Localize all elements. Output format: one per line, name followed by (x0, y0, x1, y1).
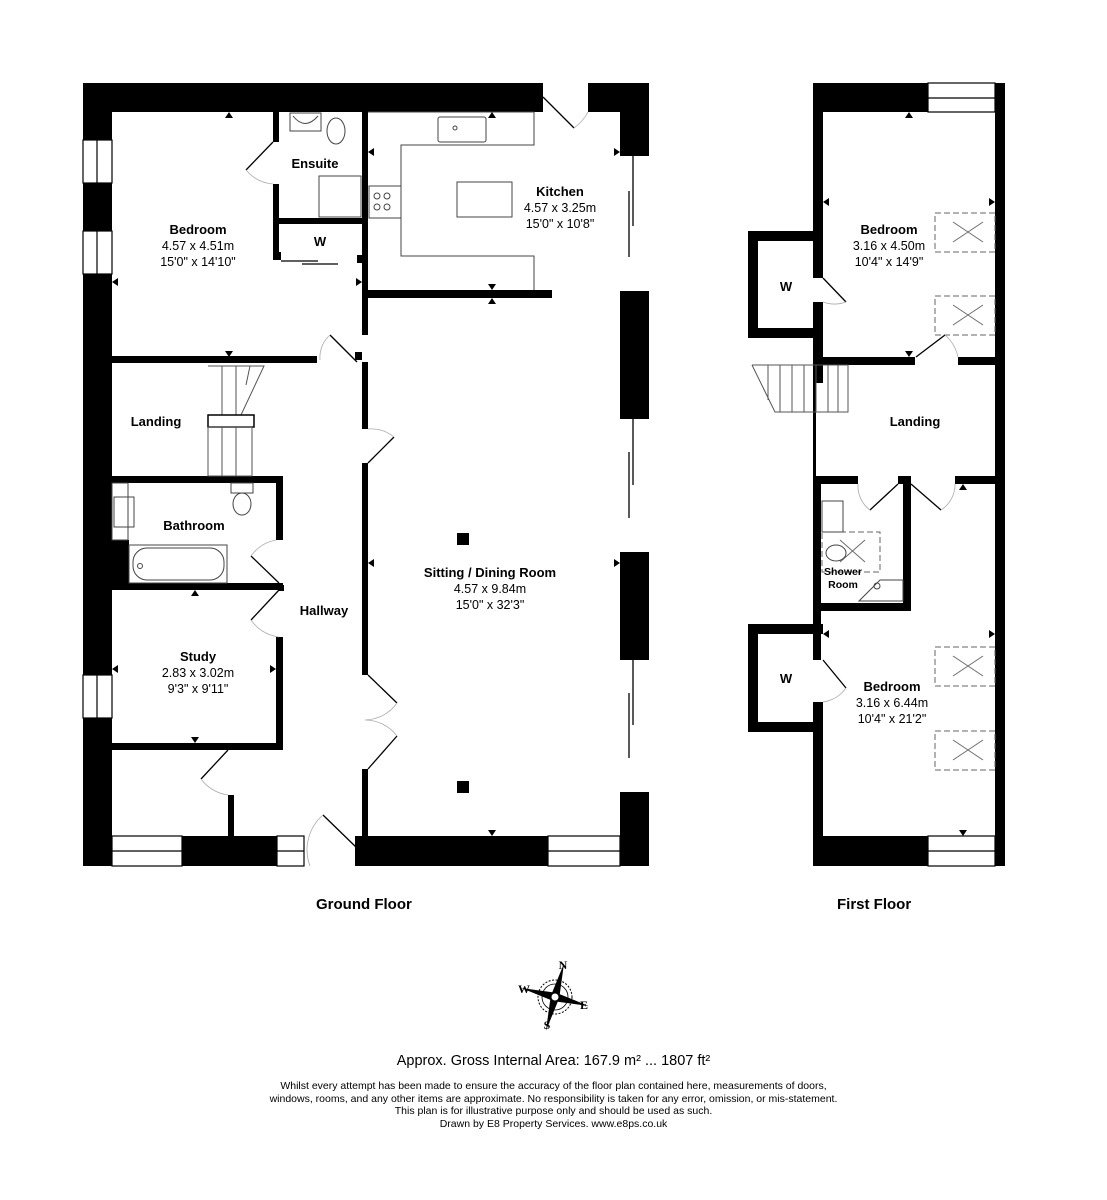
toilet-icon (232, 492, 252, 516)
shower-room-fixtures (821, 500, 904, 602)
room-name-line2: Room (828, 579, 858, 591)
kitchen-island (456, 181, 513, 218)
basin-icon (289, 112, 322, 132)
room-name: Study (180, 649, 217, 664)
gross-internal-area: Approx. Gross Internal Area: 167.9 m² ..… (396, 1053, 711, 1069)
room-name: Landing (890, 414, 941, 429)
ground-floor-walls (83, 83, 649, 866)
kitchen-counters (368, 111, 535, 290)
room-name: Bedroom (860, 222, 917, 237)
roof-window-crosses (839, 221, 984, 761)
first-floor-walls (748, 83, 1005, 866)
disclaimer-line: Whilst every attempt has been made to en… (280, 1080, 827, 1092)
room-name: W (314, 234, 327, 249)
room-dimensions-imperial: 10'4" x 21'2" (858, 712, 927, 726)
toilet-icon (326, 117, 346, 145)
room-name: Bedroom (863, 679, 920, 694)
first-floor-plan: Bedroom 3.16 x 4.50m 10'4" x 14'9" W Lan… (748, 82, 1005, 867)
room-name: Ensuite (292, 156, 339, 171)
compass-west: W (518, 982, 530, 996)
column (457, 781, 469, 793)
ground-floor-plan: Bedroom 4.57 x 4.51m 15'0" x 14'10" Ensu… (82, 83, 649, 867)
room-name: W (780, 671, 793, 686)
room-dimensions-metric: 3.16 x 4.50m (853, 239, 925, 253)
stairs (207, 365, 265, 477)
room-name: Bedroom (169, 222, 226, 237)
bathroom-fixtures (111, 482, 254, 584)
compass-east: E (580, 998, 588, 1012)
hob-icon (368, 185, 402, 219)
room-dimensions-metric: 4.57 x 3.25m (524, 201, 596, 215)
disclaimer-line: windows, rooms, and any other items are … (269, 1092, 838, 1105)
room-dimensions-imperial: 15'0" x 14'10" (160, 255, 236, 269)
dimension-markers (112, 112, 620, 836)
room-dimensions-metric: 4.57 x 4.51m (162, 239, 234, 253)
roof-windows (821, 212, 996, 771)
room-dimensions-metric: 3.16 x 6.44m (856, 696, 928, 710)
ground-floor-doors (200, 96, 634, 867)
room-name: Kitchen (536, 184, 584, 199)
first-floor-label: First Floor (837, 896, 912, 913)
column (457, 533, 469, 545)
disclaimer-line: This plan is for illustrative purpose on… (394, 1105, 713, 1117)
room-dimensions-metric: 2.83 x 3.02m (162, 666, 234, 680)
first-floor-labels: Bedroom 3.16 x 4.50m 10'4" x 14'9" W Lan… (780, 222, 940, 726)
room-dimensions-imperial: 10'4" x 14'9" (855, 255, 924, 269)
ground-floor-label: Ground Floor (316, 896, 412, 913)
basin-icon (821, 500, 844, 533)
room-name: Shower (824, 566, 862, 578)
room-dimensions-imperial: 9'3" x 9'11" (168, 682, 229, 696)
room-dimensions-metric: 4.57 x 9.84m (454, 582, 526, 596)
ensuite-fixtures (289, 112, 362, 218)
drawn-by-credit: Drawn by E8 Property Services. www.e8ps.… (439, 1117, 668, 1130)
sink-icon (437, 116, 487, 143)
compass-north: N (559, 958, 568, 972)
first-floor-stairs (751, 364, 849, 413)
first-floor-doors (822, 277, 959, 703)
room-name: Hallway (300, 603, 349, 618)
basin-icon (113, 496, 135, 528)
first-floor-windows (927, 82, 996, 867)
shower-tray-icon (857, 579, 904, 602)
compass-icon: N S E W (518, 958, 589, 1032)
ground-floor-labels: Bedroom 4.57 x 4.51m 15'0" x 14'10" Ensu… (131, 156, 596, 696)
ground-floor-windows (82, 139, 621, 867)
compass-south: S (544, 1018, 551, 1032)
room-name: Bathroom (163, 518, 224, 533)
room-dimensions-imperial: 15'0" x 32'3" (456, 598, 525, 612)
room-name: W (780, 279, 793, 294)
room-dimensions-imperial: 15'0" x 10'8" (526, 217, 595, 231)
shower-tray-icon (318, 175, 362, 218)
room-name: Landing (131, 414, 182, 429)
toilet-icon (825, 544, 847, 562)
disclaimer: Whilst every attempt has been made to en… (0, 1080, 1107, 1130)
room-name: Sitting / Dining Room (424, 565, 556, 580)
bath-icon (128, 544, 228, 584)
first-floor-dimension-markers (823, 112, 995, 836)
